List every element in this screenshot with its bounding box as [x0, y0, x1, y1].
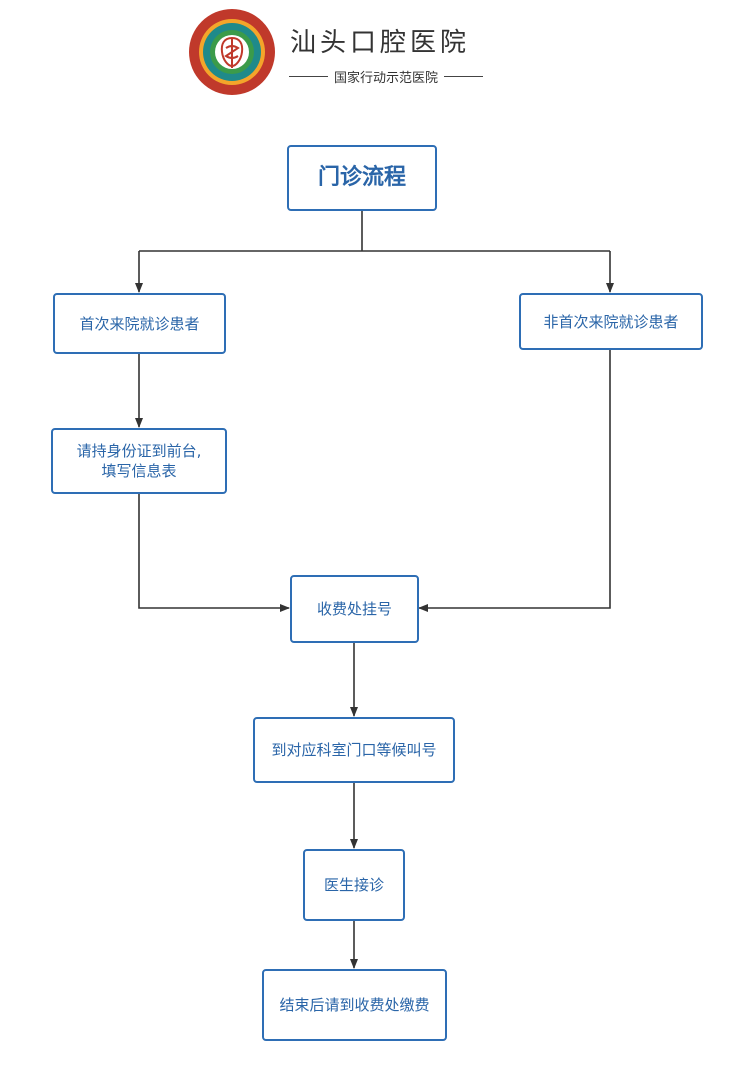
hospital-subtitle-row: 国家行动示范医院: [289, 68, 484, 86]
node-doctor-label: 医生接诊: [323, 876, 384, 894]
subtitle-divider-left: [289, 75, 328, 77]
flow-title: 门诊流程: [317, 165, 406, 190]
node-return-visit-label: 非首次来院就诊患者: [543, 312, 679, 331]
node-doctor: 医生接诊: [303, 849, 405, 921]
node-payment-register: 收费处挂号: [290, 575, 419, 643]
node-pay-after: 结束后请到收费处缴费: [262, 969, 447, 1041]
hospital-header: 汕头口腔医院 国家行动示范医院: [188, 8, 498, 98]
node-wait-call-label: 到对应科室门口等候叫号: [271, 741, 437, 759]
connector-return-to-payment: [418, 350, 611, 612]
hospital-name: 汕头口腔医院: [290, 28, 471, 58]
flow-title-node: 门诊流程: [287, 145, 437, 211]
hospital-subtitle: 国家行动示范医院: [334, 70, 439, 86]
node-first-visit-label: 首次来院就诊患者: [79, 314, 200, 333]
subtitle-divider-right: [444, 75, 484, 77]
node-wait-call: 到对应科室门口等候叫号: [253, 717, 455, 783]
node-return-visit: 非首次来院就诊患者: [519, 293, 703, 350]
node-register: 请持身份证到前台, 填写信息表: [51, 428, 227, 494]
node-pay-after-label: 结束后请到收费处缴费: [279, 996, 430, 1014]
node-register-line2: 填写信息表: [101, 462, 177, 480]
connector-register-to-payment: [138, 494, 290, 612]
hospital-logo-icon: [189, 9, 275, 95]
node-register-line1: 请持身份证到前台,: [76, 442, 202, 460]
node-payment-register-label: 收费处挂号: [316, 600, 392, 618]
node-register-text: 请持身份证到前台, 填写信息表: [77, 441, 202, 481]
node-first-visit: 首次来院就诊患者: [53, 293, 226, 354]
